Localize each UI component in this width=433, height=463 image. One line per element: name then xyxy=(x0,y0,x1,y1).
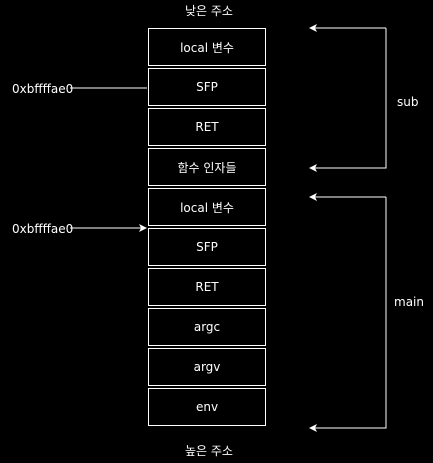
stack-cell-argc: argc xyxy=(148,308,266,346)
sub-frame-label: sub xyxy=(397,95,419,109)
stack-cell-main-ret: RET xyxy=(148,268,266,306)
sub-sfp-address-label: 0xbffffae0 xyxy=(12,82,74,96)
bottom-address-label: 높은 주소 xyxy=(185,444,233,458)
stack-cell-env: env xyxy=(148,388,266,426)
stack-cell-sub-args: 함수 인자들 xyxy=(148,148,266,186)
stack-cell-main-sfp: SFP xyxy=(148,228,266,266)
stack-cell-main-local: local 변수 xyxy=(148,188,266,226)
top-address-label: 낮은 주소 xyxy=(185,4,233,18)
stack-cell-sub-sfp: SFP xyxy=(148,68,266,106)
stack-cell-sub-local: local 변수 xyxy=(148,28,266,66)
stack-cell-argv: argv xyxy=(148,348,266,386)
main-frame-bracket xyxy=(309,197,387,432)
stack-cell-sub-ret: RET xyxy=(148,108,266,146)
sub-frame-bracket xyxy=(309,28,387,172)
main-frame-label: main xyxy=(394,295,424,309)
main-local-address-label: 0xbffffae0 xyxy=(12,222,74,236)
